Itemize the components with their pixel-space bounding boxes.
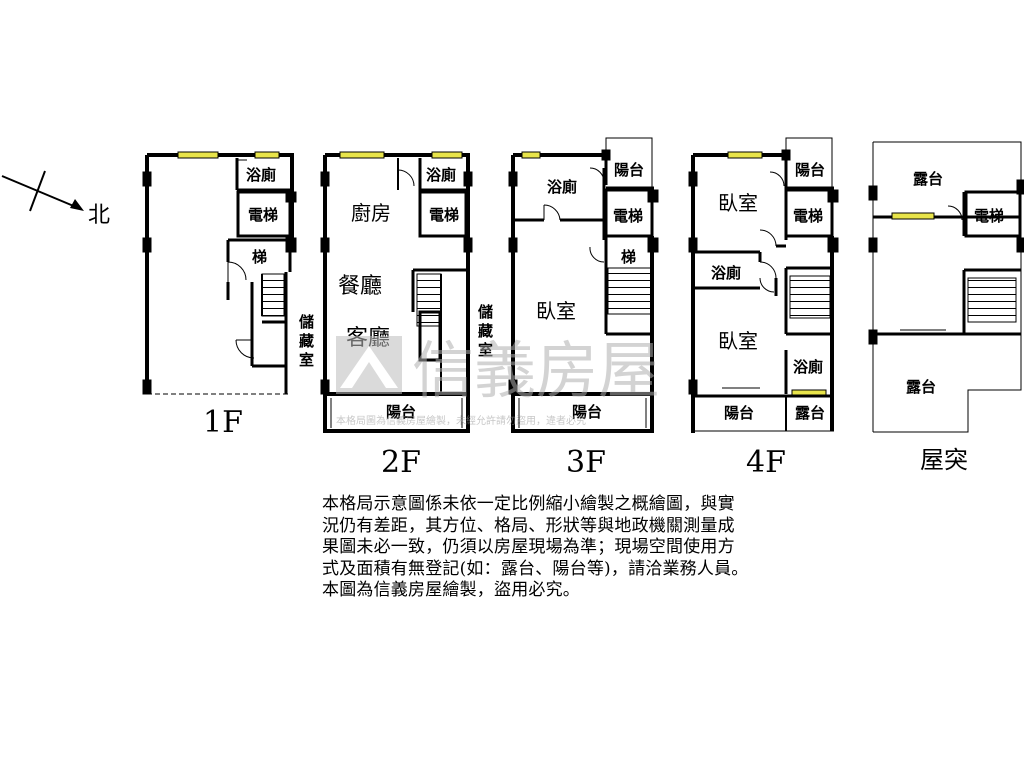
floor-roof — [868, 141, 1024, 433]
floor-3f — [508, 137, 659, 433]
room-storage-2: 藏 — [478, 322, 493, 340]
room-balcony-top: 陽台 — [614, 161, 644, 179]
note-line: 式及面積有無登記(如：露台、陽台等)，請洽業務人員。 — [322, 558, 749, 579]
room-bedroom: 臥室 — [536, 299, 576, 323]
floor-1f — [142, 151, 297, 395]
window — [177, 151, 219, 159]
floor-3f-labels: 浴廁 陽台 電梯 梯 臥室 陽台 3F — [536, 161, 644, 480]
floor-4f — [688, 137, 839, 433]
floor-label-roof: 屋突 — [920, 446, 968, 474]
room-storage-3: 室 — [299, 351, 314, 369]
floor-label-3f: 3F — [566, 445, 606, 480]
watermark: 信義房屋 本格局圖為信義房屋繪製，未經允許請勿盜用，違者必究 — [336, 334, 660, 427]
note-line: 本圖為信義房屋繪製，盜用必究。 — [322, 580, 580, 600]
floor-1f-labels: 浴廁 電梯 梯 儲 藏 室 1F — [203, 166, 314, 440]
room-terrace: 露台 — [906, 378, 936, 396]
room-storage-1: 儲 — [478, 303, 493, 321]
room-bedroom-top: 臥室 — [718, 191, 758, 215]
room-storage-3: 室 — [478, 341, 493, 359]
watermark-brand: 信義房屋 — [412, 334, 660, 407]
room-balcony: 陽台 — [572, 403, 602, 421]
room-stair: 梯 — [621, 248, 636, 266]
room-bedroom: 臥室 — [718, 329, 758, 353]
room-elevator: 電梯 — [429, 206, 459, 224]
room-bath: 浴廁 — [246, 166, 276, 184]
room-stair: 梯 — [252, 248, 267, 266]
room-balcony: 陽台 — [386, 403, 416, 421]
note-line: 本格局示意圖係未依一定比例縮小繪製之概繪圖，與實 — [322, 494, 735, 514]
room-balcony-top: 陽台 — [795, 161, 825, 179]
floor-label-4f: 4F — [746, 445, 786, 480]
watermark-logo — [336, 336, 402, 394]
room-kitchen: 廚房 — [351, 201, 391, 225]
floor-label-1f: 1F — [203, 405, 243, 440]
room-elevator: 電梯 — [974, 207, 1004, 225]
room-dining: 餐廳 — [338, 274, 382, 299]
window — [254, 151, 280, 159]
room-elevator: 電梯 — [613, 207, 643, 225]
floor-roof-labels: 露台 電梯 露台 屋突 — [906, 170, 1004, 474]
room-elevator: 電梯 — [248, 206, 278, 224]
room-elevator: 電梯 — [793, 207, 823, 225]
floor-4f-labels: 臥室 陽台 電梯 浴廁 臥室 浴廁 陽台 露台 4F — [711, 161, 825, 480]
room-storage-2: 藏 — [299, 332, 314, 350]
room-balcony: 陽台 — [724, 404, 754, 422]
north-label: 北 — [88, 203, 110, 228]
room-bath-mid: 浴廁 — [711, 264, 741, 282]
room-bath: 浴廁 — [426, 166, 456, 184]
disclaimer-note: 本格局示意圖係未依一定比例縮小繪製之概繪圖，與實 況仍有差距，其方位、格局、形狀… — [322, 494, 842, 602]
room-bath-low: 浴廁 — [793, 358, 823, 376]
watermark-small: 本格局圖為信義房屋繪製，未經允許請勿盜用，違者必究 — [336, 414, 586, 427]
note-line: 果圖未必一致，仍須以房屋現場為準；現場空間使用方 — [322, 537, 735, 557]
room-terrace: 露台 — [795, 404, 825, 422]
room-bath: 浴廁 — [547, 178, 577, 196]
room-storage-1: 儲 — [299, 313, 314, 331]
floor-label-2f: 2F — [381, 445, 421, 480]
note-line: 況仍有差距，其方位、格局、形狀等與地政機關測量成 — [322, 515, 735, 536]
north-arrow: 北 — [1, 170, 110, 228]
room-terrace-top: 露台 — [913, 170, 943, 188]
